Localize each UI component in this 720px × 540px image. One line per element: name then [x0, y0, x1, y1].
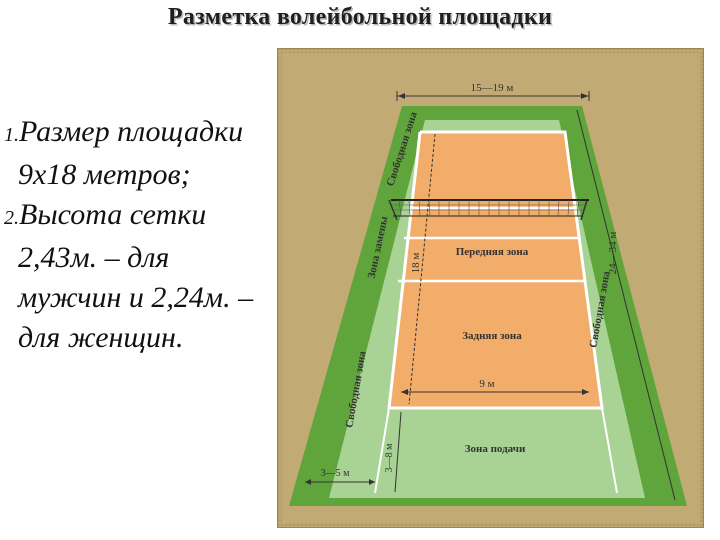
bullet-number: 2.	[4, 207, 19, 229]
dimension-width-label: 9 м	[479, 378, 494, 390]
slide-title: Разметка волейбольной площадки	[167, 4, 553, 30]
zone-front-label: Передняя зона	[456, 246, 529, 258]
dimension-court-length-label: 18 м	[410, 253, 422, 274]
bullet-text: Высота сетки 2,43м. – для мужчин и 2,24м…	[18, 198, 254, 354]
service-line-left	[374, 407, 390, 494]
dimension-bottom-left	[305, 479, 375, 485]
court-diagram: 15—19 м 18 м 24—34 м 9 м 3—5 м 3—8 м Сво…	[277, 48, 704, 528]
dimension-service	[394, 411, 402, 493]
dimension-width	[401, 389, 589, 395]
dimension-total-length-label: 24—34 м	[607, 232, 619, 275]
bullet-list: 1.Размер площадки 9х18 метров; 2.Высота …	[4, 112, 272, 358]
court-illustration: 15—19 м 18 м 24—34 м 9 м 3—5 м 3—8 м Сво…	[277, 48, 704, 528]
dimension-top	[396, 91, 590, 101]
bullet-item-size: 1.Размер площадки 9х18 метров;	[4, 112, 272, 195]
bullet-number: 1.	[4, 124, 19, 146]
dimension-court-length	[408, 133, 436, 405]
bullet-item-net-height: 2.Высота сетки 2,43м. – для мужчин и 2,2…	[4, 195, 272, 358]
zone-back-label: Задняя зона	[462, 330, 522, 342]
bullet-text: Размер площадки 9х18 метров;	[18, 115, 244, 191]
dimension-total-length	[576, 109, 676, 501]
dimension-bottom-left-label: 3—5 м	[321, 468, 351, 479]
dimension-top-label: 15—19 м	[471, 82, 514, 94]
service-line-right	[601, 407, 618, 494]
zone-service-label: Зона подачи	[465, 443, 526, 455]
dimension-service-label: 3—8 м	[384, 443, 395, 473]
net	[388, 199, 589, 221]
